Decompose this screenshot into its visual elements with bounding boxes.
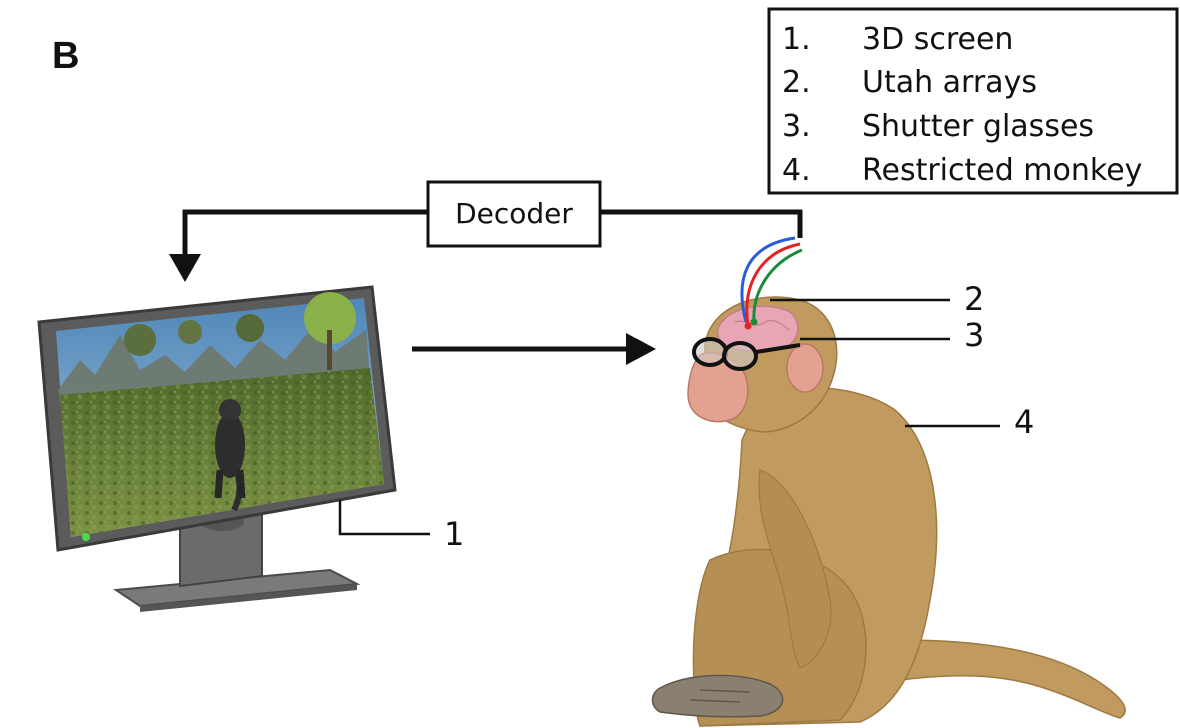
stimulus-arrow (412, 333, 656, 365)
callout-screen-number: 1 (444, 515, 464, 553)
callout-arrays-number: 2 (964, 280, 984, 318)
callout-monkey-number: 4 (1014, 403, 1034, 441)
decoder-loop: Decoder (169, 180, 803, 282)
decoder-down-arrow (169, 254, 201, 282)
legend-item-4-label: Restricted monkey (862, 153, 1142, 188)
power-led-icon (82, 533, 90, 541)
legend-item-2-label: Utah arrays (862, 65, 1037, 100)
legend-frame (767, 7, 1179, 195)
callout-glasses: 3 (800, 316, 984, 354)
callout-glasses-number: 3 (964, 316, 984, 354)
legend-item-3-number: 3. (782, 109, 811, 144)
monitor-screen (56, 292, 384, 537)
monkey (651, 236, 1126, 727)
legend-item-2-number: 2. (782, 65, 811, 100)
decoder-box (426, 180, 602, 248)
monkey-foot (651, 674, 784, 718)
monitor (37, 285, 397, 612)
utah-array-wires (740, 236, 803, 330)
callout-arrays: 2 (770, 280, 984, 318)
legend-item-3-label: Shutter glasses (862, 109, 1094, 144)
legend: 1. 3D screen 2. Utah arrays 3. Shutter g… (767, 7, 1179, 195)
avatar-monkey (215, 412, 245, 478)
decoder-label: Decoder (455, 197, 573, 230)
monkey-ear (786, 343, 824, 393)
legend-item-1-label: 3D screen (862, 22, 1013, 57)
callout-monkey: 4 (905, 403, 1034, 441)
callout-screen: 1 (338, 500, 464, 553)
panel-label: B (52, 35, 79, 77)
monkey-tail (899, 639, 1126, 719)
shutter-glasses (692, 337, 801, 371)
legend-item-1-number: 1. (782, 22, 811, 57)
legend-item-4-number: 4. (782, 153, 811, 188)
